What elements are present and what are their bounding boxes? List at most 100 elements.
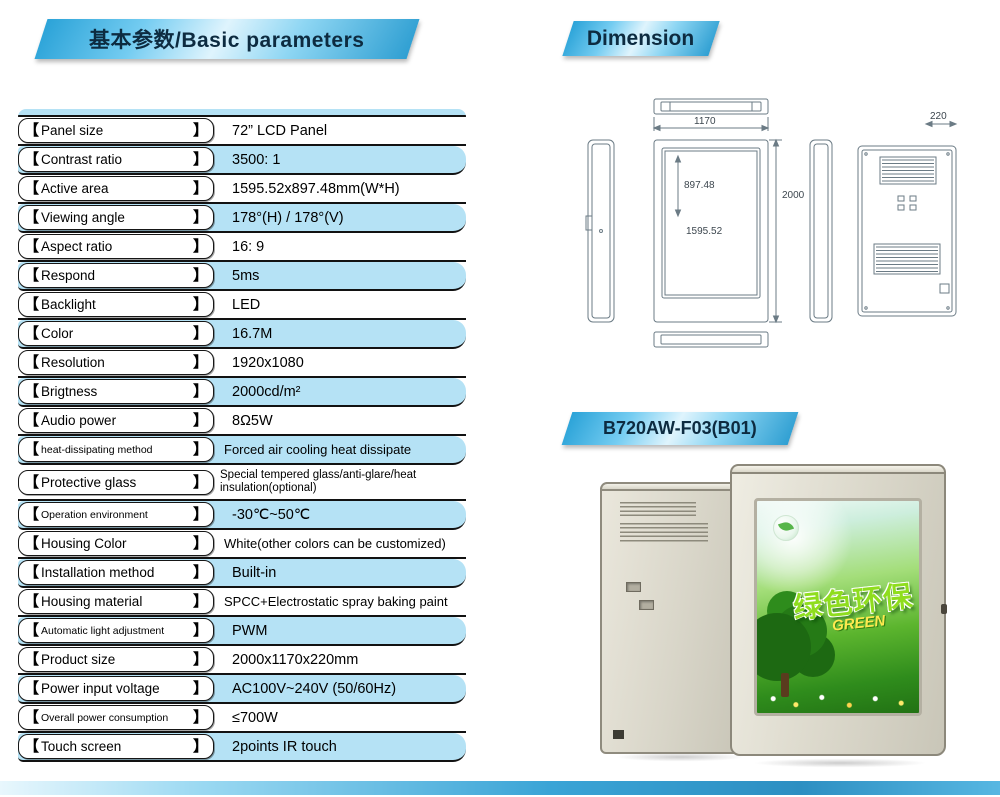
vent-grille-icon	[620, 523, 708, 543]
dim-depth-label: 220	[930, 111, 947, 122]
bracket-close: 】	[192, 122, 208, 139]
param-value: AC100V~240V (50/60Hz)	[232, 680, 397, 697]
param-label-pill: 【Audio power】	[18, 408, 214, 433]
param-label-pill: 【Backlight】	[18, 292, 214, 317]
param-value: PWM	[232, 622, 268, 639]
kiosk-top-cap	[730, 464, 946, 474]
param-label-text: Product size	[41, 652, 116, 667]
param-label-text: Panel size	[41, 123, 104, 138]
cable-port	[613, 730, 624, 739]
param-row-contrast-ratio: 【Contrast ratio】3500: 1	[18, 146, 466, 175]
basic-parameters-title: 基本参数/Basic parameters	[89, 29, 365, 52]
param-label-text: Brigtness	[41, 384, 98, 399]
bracket-close: 】	[192, 593, 208, 610]
param-label-text: Color	[41, 326, 74, 341]
bracket-close: 】	[192, 151, 208, 168]
param-label-text: Backlight	[41, 297, 96, 312]
parameters-table: 【Panel size】72” LCD Panel【Contrast ratio…	[18, 109, 466, 762]
bracket-close: 】	[192, 441, 208, 458]
param-row-housing-color: 【Housing Color】White(other colors can be…	[18, 530, 466, 559]
param-value: 16: 9	[232, 238, 265, 255]
param-value: 2points IR touch	[232, 738, 337, 755]
dim-depth-line	[924, 120, 958, 128]
param-row-housing-material: 【Housing material】 SPCC+Electrostatic spr…	[18, 588, 466, 617]
param-label-pill: 【Resolution】	[18, 350, 214, 375]
param-label-text: Respond	[41, 268, 96, 283]
param-row-color: 【Color】16.7M	[18, 320, 466, 349]
param-label-pill: 【Housing Color】	[18, 531, 214, 556]
bracket-open: 【	[24, 535, 40, 552]
param-label-text: Active area	[41, 181, 109, 196]
flower-field	[757, 687, 919, 713]
dim-height-line	[769, 138, 782, 324]
bracket-close: 】	[192, 267, 208, 284]
bracket-open: 【	[24, 325, 40, 342]
bracket-open: 【	[24, 238, 40, 255]
dim-width-label: 1170	[694, 116, 716, 127]
param-value: 1595.52x897.48mm(W*H)	[232, 180, 400, 197]
bracket-open: 【	[24, 122, 40, 139]
bracket-open: 【	[24, 412, 40, 429]
param-label-pill: 【Contrast ratio】	[18, 147, 214, 172]
bracket-close: 】	[192, 651, 208, 668]
bracket-close: 】	[192, 473, 208, 491]
param-value: SPCC+Electrostatic spray baking paint	[224, 594, 448, 609]
kiosk-screen: 绿色环保 GREEN	[754, 498, 922, 716]
param-value: 72” LCD Panel	[232, 122, 328, 139]
bottom-accent-bar	[0, 781, 1000, 795]
param-row-viewing-angle: 【Viewing angle】178°(H) / 178°(V)	[18, 204, 466, 233]
eco-globe-icon	[773, 515, 799, 541]
bracket-close: 】	[192, 622, 208, 639]
bracket-close: 】	[192, 506, 208, 523]
param-label-text: Housing Color	[41, 536, 127, 551]
param-label-text: Overall power consumption	[41, 711, 169, 724]
param-row-power-input-voltage: 【Power input voltage】 AC100V~240V (50/60H…	[18, 675, 466, 704]
kiosk-back-view-photo	[600, 482, 750, 754]
dim-width-line	[652, 117, 770, 132]
bracket-open: 【	[24, 383, 40, 400]
side-view-right	[809, 139, 833, 323]
back-view	[857, 145, 957, 317]
param-row-backlight: 【Backlight】LED	[18, 291, 466, 320]
bracket-close: 】	[192, 738, 208, 755]
param-row-resolution: 【Resolution】1920x1080	[18, 349, 466, 378]
param-label-text: Installation method	[41, 565, 155, 580]
dim-screen-height-label: 897.48	[684, 180, 715, 191]
param-value: -30℃~50℃	[232, 506, 311, 523]
bracket-close: 】	[192, 325, 208, 342]
bracket-open: 【	[24, 151, 40, 168]
param-value: Special tempered glass/anti-glare/heat i…	[220, 468, 417, 494]
param-value: 2000x1170x220mm	[232, 651, 359, 668]
bracket-open: 【	[24, 441, 40, 458]
param-label-text: Audio power	[41, 413, 117, 428]
tree-graphic	[757, 613, 811, 681]
table-top-strip	[18, 109, 466, 117]
param-label-text: Resolution	[41, 355, 105, 370]
param-label-text: Operation environment	[41, 508, 148, 521]
param-label-text: Viewing angle	[41, 210, 125, 225]
product-photos: 绿色环保 GREEN	[575, 452, 980, 777]
param-row-overall-power-consumption: 【Overall power consumption】 ≤700W	[18, 704, 466, 733]
param-value: 8Ω5W	[232, 412, 273, 429]
bracket-open: 【	[24, 506, 40, 523]
param-value: 2000cd/m²	[232, 383, 301, 400]
bracket-open: 【	[24, 267, 40, 284]
param-label-pill: 【Housing material】	[18, 589, 214, 614]
param-row-protective-glass: 【Protective glass】Special tempered glass…	[18, 465, 466, 501]
param-label-pill: 【Protective glass】	[18, 469, 214, 495]
param-label-pill: 【Overall power consumption】	[18, 705, 214, 730]
bracket-close: 】	[192, 209, 208, 226]
door-lock	[941, 604, 947, 615]
param-label-pill: 【heat-dissipating method】	[18, 437, 214, 462]
param-row-touch-screen: 【Touch screen】2points IR touch	[18, 733, 466, 762]
bracket-close: 】	[192, 383, 208, 400]
param-value: ≤700W	[232, 709, 278, 726]
param-row-product-size: 【Product size】2000x1170x220mm	[18, 646, 466, 675]
param-label-text: Aspect ratio	[41, 239, 113, 254]
param-row-brigtness: 【Brigtness 】 2000cd/m²	[18, 378, 466, 407]
bracket-open: 【	[24, 622, 40, 639]
param-label-pill: 【Active area】	[18, 176, 214, 201]
dim-screen-width-label: 1595.52	[686, 226, 723, 237]
param-label-pill: 【Power input voltage】	[18, 676, 214, 701]
